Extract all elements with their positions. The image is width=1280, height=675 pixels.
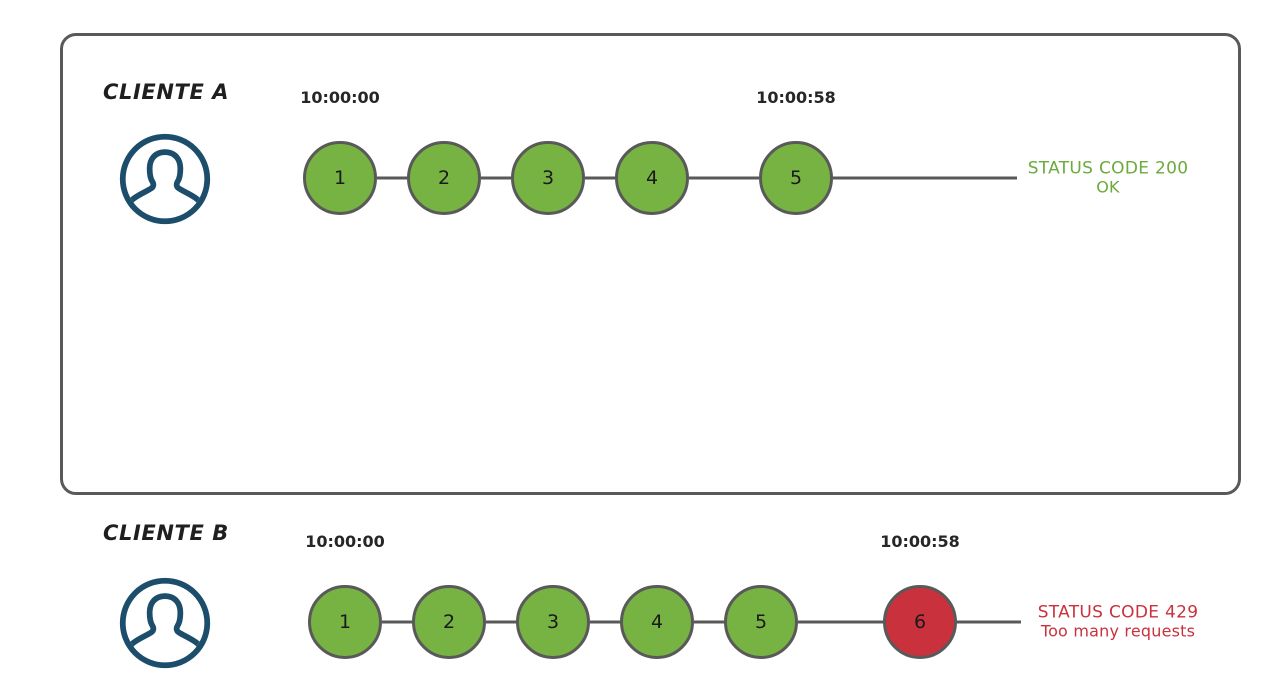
client-label-a: CLIENTE A [103, 80, 230, 104]
request-node[interactable]: 5 [724, 585, 798, 659]
user-avatar-icon [117, 131, 213, 227]
status-badge-a: STATUS CODE 200 OK [1028, 159, 1189, 198]
timestamp-start-b: 10:00:00 [305, 532, 385, 551]
client-label-b: CLIENTE B [103, 521, 229, 545]
request-node[interactable]: 1 [303, 141, 377, 215]
timestamp-end-b: 10:00:58 [880, 532, 960, 551]
status-message-b: Too many requests [1040, 621, 1196, 641]
user-avatar-icon [117, 575, 213, 671]
diagram-canvas: CLIENTE A 10:00:00 10:00:58 1 2 3 4 [60, 33, 1241, 669]
timestamp-end-a: 10:00:58 [756, 88, 836, 107]
request-node[interactable]: 2 [412, 585, 486, 659]
timestamp-start-a: 10:00:00 [300, 88, 380, 107]
connector-5-6-b [798, 620, 884, 624]
request-node[interactable]: 1 [308, 585, 382, 659]
connector-tail-a [793, 176, 1017, 180]
status-message-a: OK [1096, 177, 1120, 197]
request-node[interactable]: 5 [759, 141, 833, 215]
status-code-a: STATUS CODE 200 [1027, 158, 1189, 179]
request-node[interactable]: 2 [407, 141, 481, 215]
request-node[interactable]: 3 [511, 141, 585, 215]
request-node[interactable]: 3 [516, 585, 590, 659]
request-node[interactable]: 4 [620, 585, 694, 659]
diagram-card [60, 33, 1241, 495]
request-node-blocked[interactable]: 6 [883, 585, 957, 659]
connector-tail-b [955, 620, 1021, 624]
connector-4-5-a [689, 176, 759, 180]
request-node[interactable]: 4 [615, 141, 689, 215]
status-badge-b: STATUS CODE 429 Too many requests [1038, 603, 1199, 642]
status-code-b: STATUS CODE 429 [1037, 602, 1199, 623]
